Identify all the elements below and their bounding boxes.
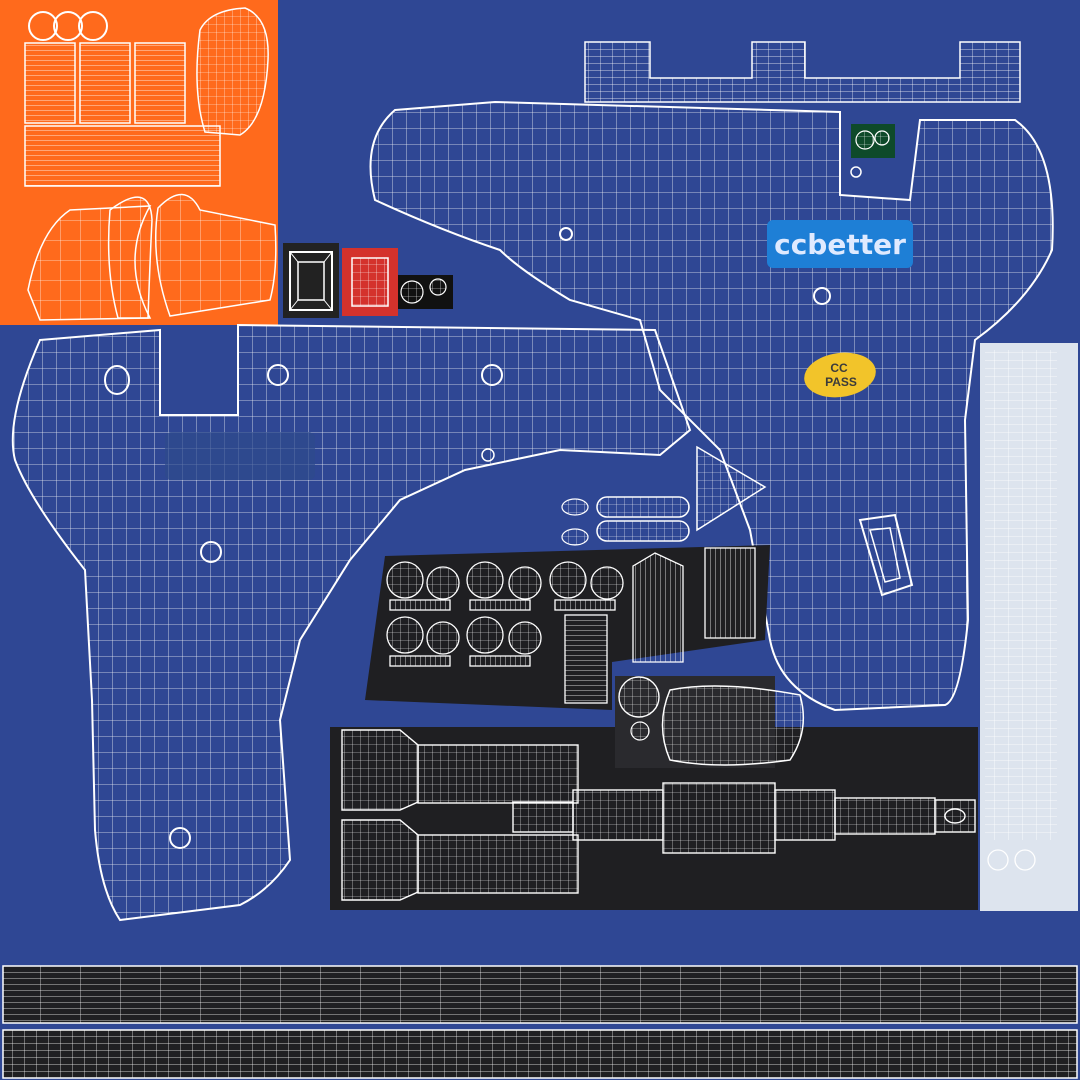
gun-shell-left xyxy=(11,323,692,922)
small-parts xyxy=(561,445,767,546)
pass-badge-line1: CC xyxy=(830,361,848,375)
pass-badge-line2: PASS xyxy=(825,375,857,389)
pass-badge: CC PASS xyxy=(804,352,876,398)
bottom-bars xyxy=(2,965,1078,1079)
dark-panel-middle xyxy=(365,545,770,710)
green-label xyxy=(851,124,895,158)
orange-panel xyxy=(0,0,278,325)
brand-logo-text: ccbetter xyxy=(774,228,906,261)
top-strip xyxy=(584,41,1021,103)
ribbed-part xyxy=(615,676,805,768)
decal-labels xyxy=(283,243,453,318)
light-strip xyxy=(980,343,1078,911)
brand-logo: ccbetter xyxy=(767,220,913,268)
